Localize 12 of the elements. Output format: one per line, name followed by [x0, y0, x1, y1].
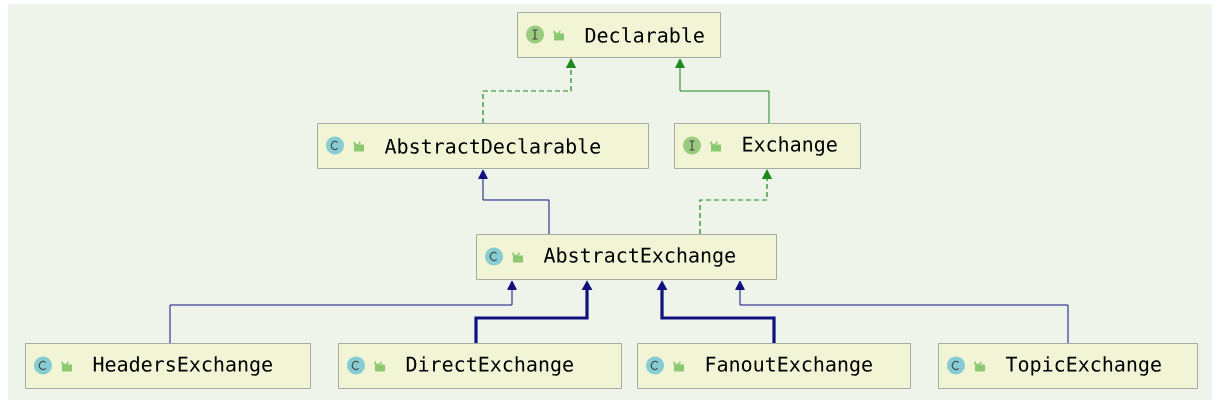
class-box: AbstractDeclarable	[317, 123, 649, 169]
inheritance-arrow	[735, 280, 1069, 344]
class-box: AbstractExchange	[476, 234, 777, 280]
class-box: FanoutExchange	[637, 343, 911, 389]
inheritance-arrow	[675, 58, 770, 124]
class-box: HeadersExchange	[25, 343, 311, 389]
class-box: DirectExchange	[338, 343, 622, 389]
class-box: Exchange	[674, 123, 861, 169]
inheritance-arrow	[478, 169, 550, 235]
class-box: TopicExchange	[938, 343, 1198, 389]
class-box: Declarable	[517, 12, 721, 58]
inheritance-arrow	[169, 280, 517, 344]
